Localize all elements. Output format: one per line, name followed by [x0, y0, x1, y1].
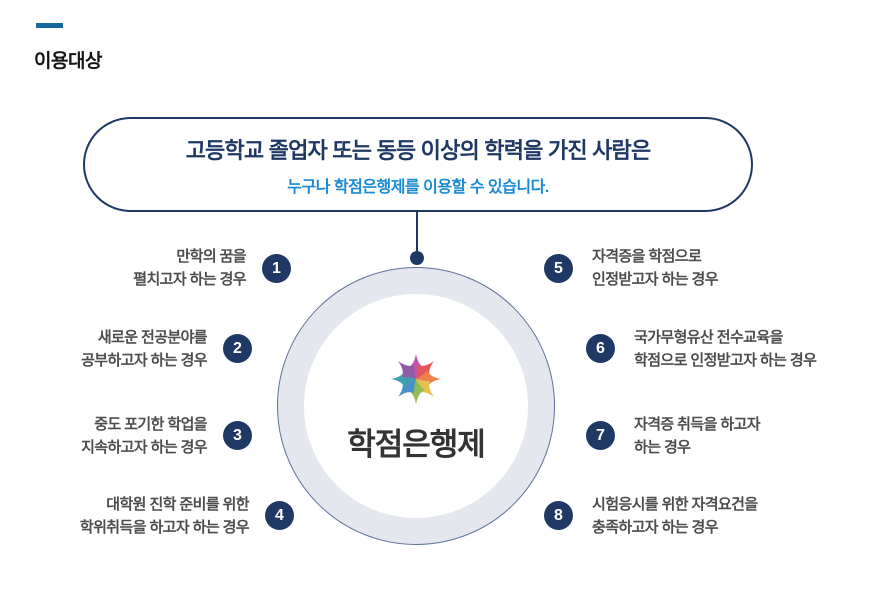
item-7-line-2: 하는 경우 — [634, 439, 691, 456]
item-6-badge: 6 — [586, 334, 615, 363]
flower-petals — [390, 353, 442, 404]
page-title: 이용대상 — [34, 50, 102, 72]
item-2-text: 새로운 전공분야를 공부하고자 하는 경우 — [81, 326, 208, 372]
item-4-line-1: 대학원 진학 준비를 위한 — [106, 496, 249, 513]
item-4-line-2: 학위취득을 하고자 하는 경우 — [79, 519, 250, 536]
eligibility-banner: 고등학교 졸업자 또는 동등 이상의 학력을 가진 사람은 누구나 학점은행제를… — [83, 117, 753, 212]
item-3-line-1: 중도 포기한 학업을 — [94, 416, 207, 433]
item-5-text: 자격증을 학점으로 인정받고자 하는 경우 — [592, 245, 719, 291]
item-7-line-1: 자격증 취득을 하고자 — [634, 416, 761, 433]
item-6-line-1: 국가무형유산 전수교육을 — [634, 329, 783, 346]
item-8-line-2: 충족하고자 하는 경우 — [592, 519, 719, 536]
item-1-line-1: 만학의 꿈을 — [176, 248, 246, 265]
center-circle: 학점은행제 — [277, 267, 555, 545]
flower-logo-icon — [390, 353, 442, 404]
item-5-line-2: 인정받고자 하는 경우 — [592, 271, 719, 288]
item-3-badge: 3 — [223, 421, 252, 450]
logo-panel: 학점은행제 — [304, 294, 528, 518]
item-5-line-1: 자격증을 학점으로 — [592, 248, 702, 265]
item-5-badge: 5 — [544, 254, 573, 283]
item-8-line-1: 시험응시를 위한 자격요건을 — [592, 496, 758, 513]
item-4-badge: 4 — [265, 501, 294, 530]
connector-dot — [410, 251, 424, 265]
item-2-line-2: 공부하고자 하는 경우 — [81, 352, 208, 369]
item-6-line-2: 학점으로 인정받고자 하는 경우 — [634, 352, 817, 369]
item-4-text: 대학원 진학 준비를 위한 학위취득을 하고자 하는 경우 — [79, 493, 250, 539]
item-8-badge: 8 — [544, 501, 573, 530]
item-8-text: 시험응시를 위한 자격요건을 충족하고자 하는 경우 — [592, 493, 758, 539]
item-1-line-2: 펼치고자 하는 경우 — [133, 271, 246, 288]
item-2-line-1: 새로운 전공분야를 — [97, 329, 208, 346]
heading-accent-bar — [36, 23, 63, 28]
item-6-text: 국가무형유산 전수교육을 학점으로 인정받고자 하는 경우 — [634, 326, 817, 372]
item-1-badge: 1 — [262, 254, 291, 283]
item-2-badge: 2 — [223, 334, 252, 363]
item-7-text: 자격증 취득을 하고자 하는 경우 — [634, 413, 761, 459]
item-7-badge: 7 — [586, 421, 615, 450]
connector-line — [416, 212, 418, 254]
item-3-line-2: 지속하고자 하는 경우 — [81, 439, 208, 456]
banner-subtitle: 누구나 학점은행제를 이용할 수 있습니다. — [287, 178, 549, 196]
logo-text: 학점은행제 — [347, 426, 486, 462]
item-3-text: 중도 포기한 학업을 지속하고자 하는 경우 — [81, 413, 208, 459]
item-1-text: 만학의 꿈을 펼치고자 하는 경우 — [133, 245, 246, 291]
banner-title: 고등학교 졸업자 또는 동등 이상의 학력을 가진 사람은 — [185, 137, 652, 163]
